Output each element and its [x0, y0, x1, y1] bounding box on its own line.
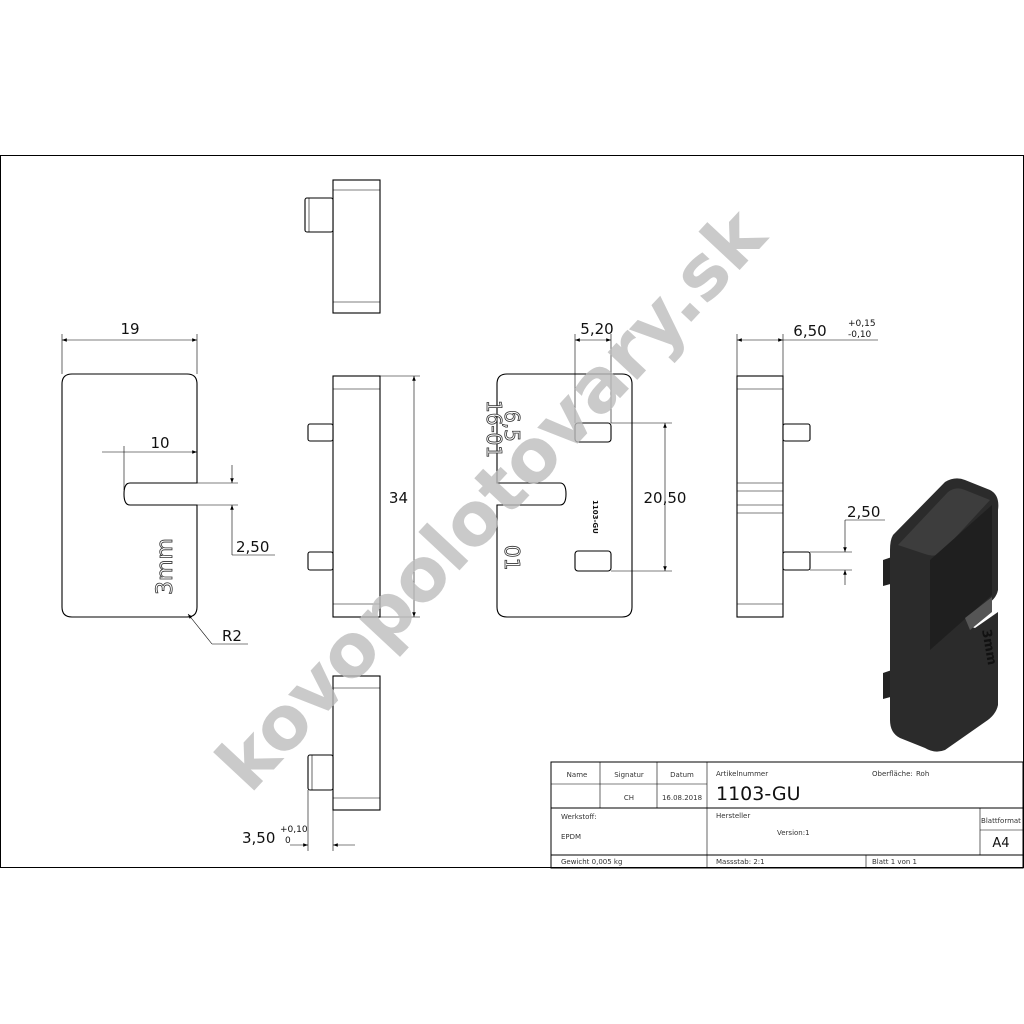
iso-engraving: 3mm [978, 628, 999, 666]
tb-material: EPDM [561, 833, 581, 841]
dim-pin-height: 2,50 [847, 503, 880, 521]
dim-height: 34 [389, 489, 408, 507]
title-block: Name Signatur Datum CH 16.08.2018 Artike… [550, 761, 1024, 869]
tb-name-label: Name [567, 771, 588, 779]
dim-radius: R2 [222, 627, 242, 645]
top-view [304, 179, 381, 314]
tb-date: 16.08.2018 [662, 794, 702, 802]
bottom-view: 3,50 +0,10 0 [242, 675, 381, 851]
tb-material-label: Werkstoff: [561, 813, 597, 821]
tb-signature: CH [624, 794, 634, 802]
back-engraving-2: 16-01 [482, 400, 506, 458]
tb-signature-label: Signatur [614, 771, 644, 779]
side-view-right: 6,50 +0,15 -0,10 2,50 [736, 319, 885, 618]
dim-thickness-tol-upper: +0,15 [848, 319, 876, 329]
tb-weight: Gewicht 0,005 kg [561, 858, 622, 866]
dim-slot-depth: 10 [150, 434, 169, 452]
tb-format-label: Blattformat [981, 817, 1021, 825]
dim-pin-length-tol-lower: 0 [285, 836, 291, 846]
back-code: 1103-GU [591, 500, 599, 534]
tb-article-number: 1103-GU [716, 783, 801, 805]
tb-article-label: Artikelnummer [716, 770, 768, 778]
tb-surface-label: Oberfläche: [872, 770, 913, 778]
dim-pin-spacing: 20,50 [644, 489, 687, 507]
tb-manufacturer-label: Hersteller [716, 812, 750, 820]
dim-thickness-tol-lower: -0,10 [848, 330, 872, 340]
side-view-left: 34 [307, 375, 420, 618]
front-view: 3mm 19 10 2,50 R2 [61, 320, 275, 645]
tb-format: A4 [992, 836, 1009, 851]
watermark: kovopolotovary.sk [200, 191, 783, 807]
tb-version: Version:1 [777, 829, 810, 837]
dim-pin-length-tol-upper: +0,10 [280, 825, 308, 835]
dim-pin-width: 5,20 [580, 320, 613, 338]
tb-surface: Roh [916, 770, 929, 778]
isometric-view: 3mm [883, 478, 999, 752]
back-view: 6,5 16-01 1103-GU 01 5,20 20,50 [482, 320, 687, 618]
back-engraving-1: 6,5 [500, 410, 524, 442]
dim-slot-width: 2,50 [236, 538, 269, 556]
dim-thickness: 6,50 [793, 322, 826, 340]
dim-width: 19 [120, 320, 139, 338]
tb-sheet: Blatt 1 von 1 [872, 858, 917, 866]
dim-pin-length: 3,50 [242, 829, 275, 847]
back-engraving-3: 01 [500, 545, 524, 570]
tb-scale: Massstab: 2:1 [716, 858, 765, 866]
tb-date-label: Datum [670, 771, 694, 779]
front-engraving: 3mm [153, 538, 178, 595]
